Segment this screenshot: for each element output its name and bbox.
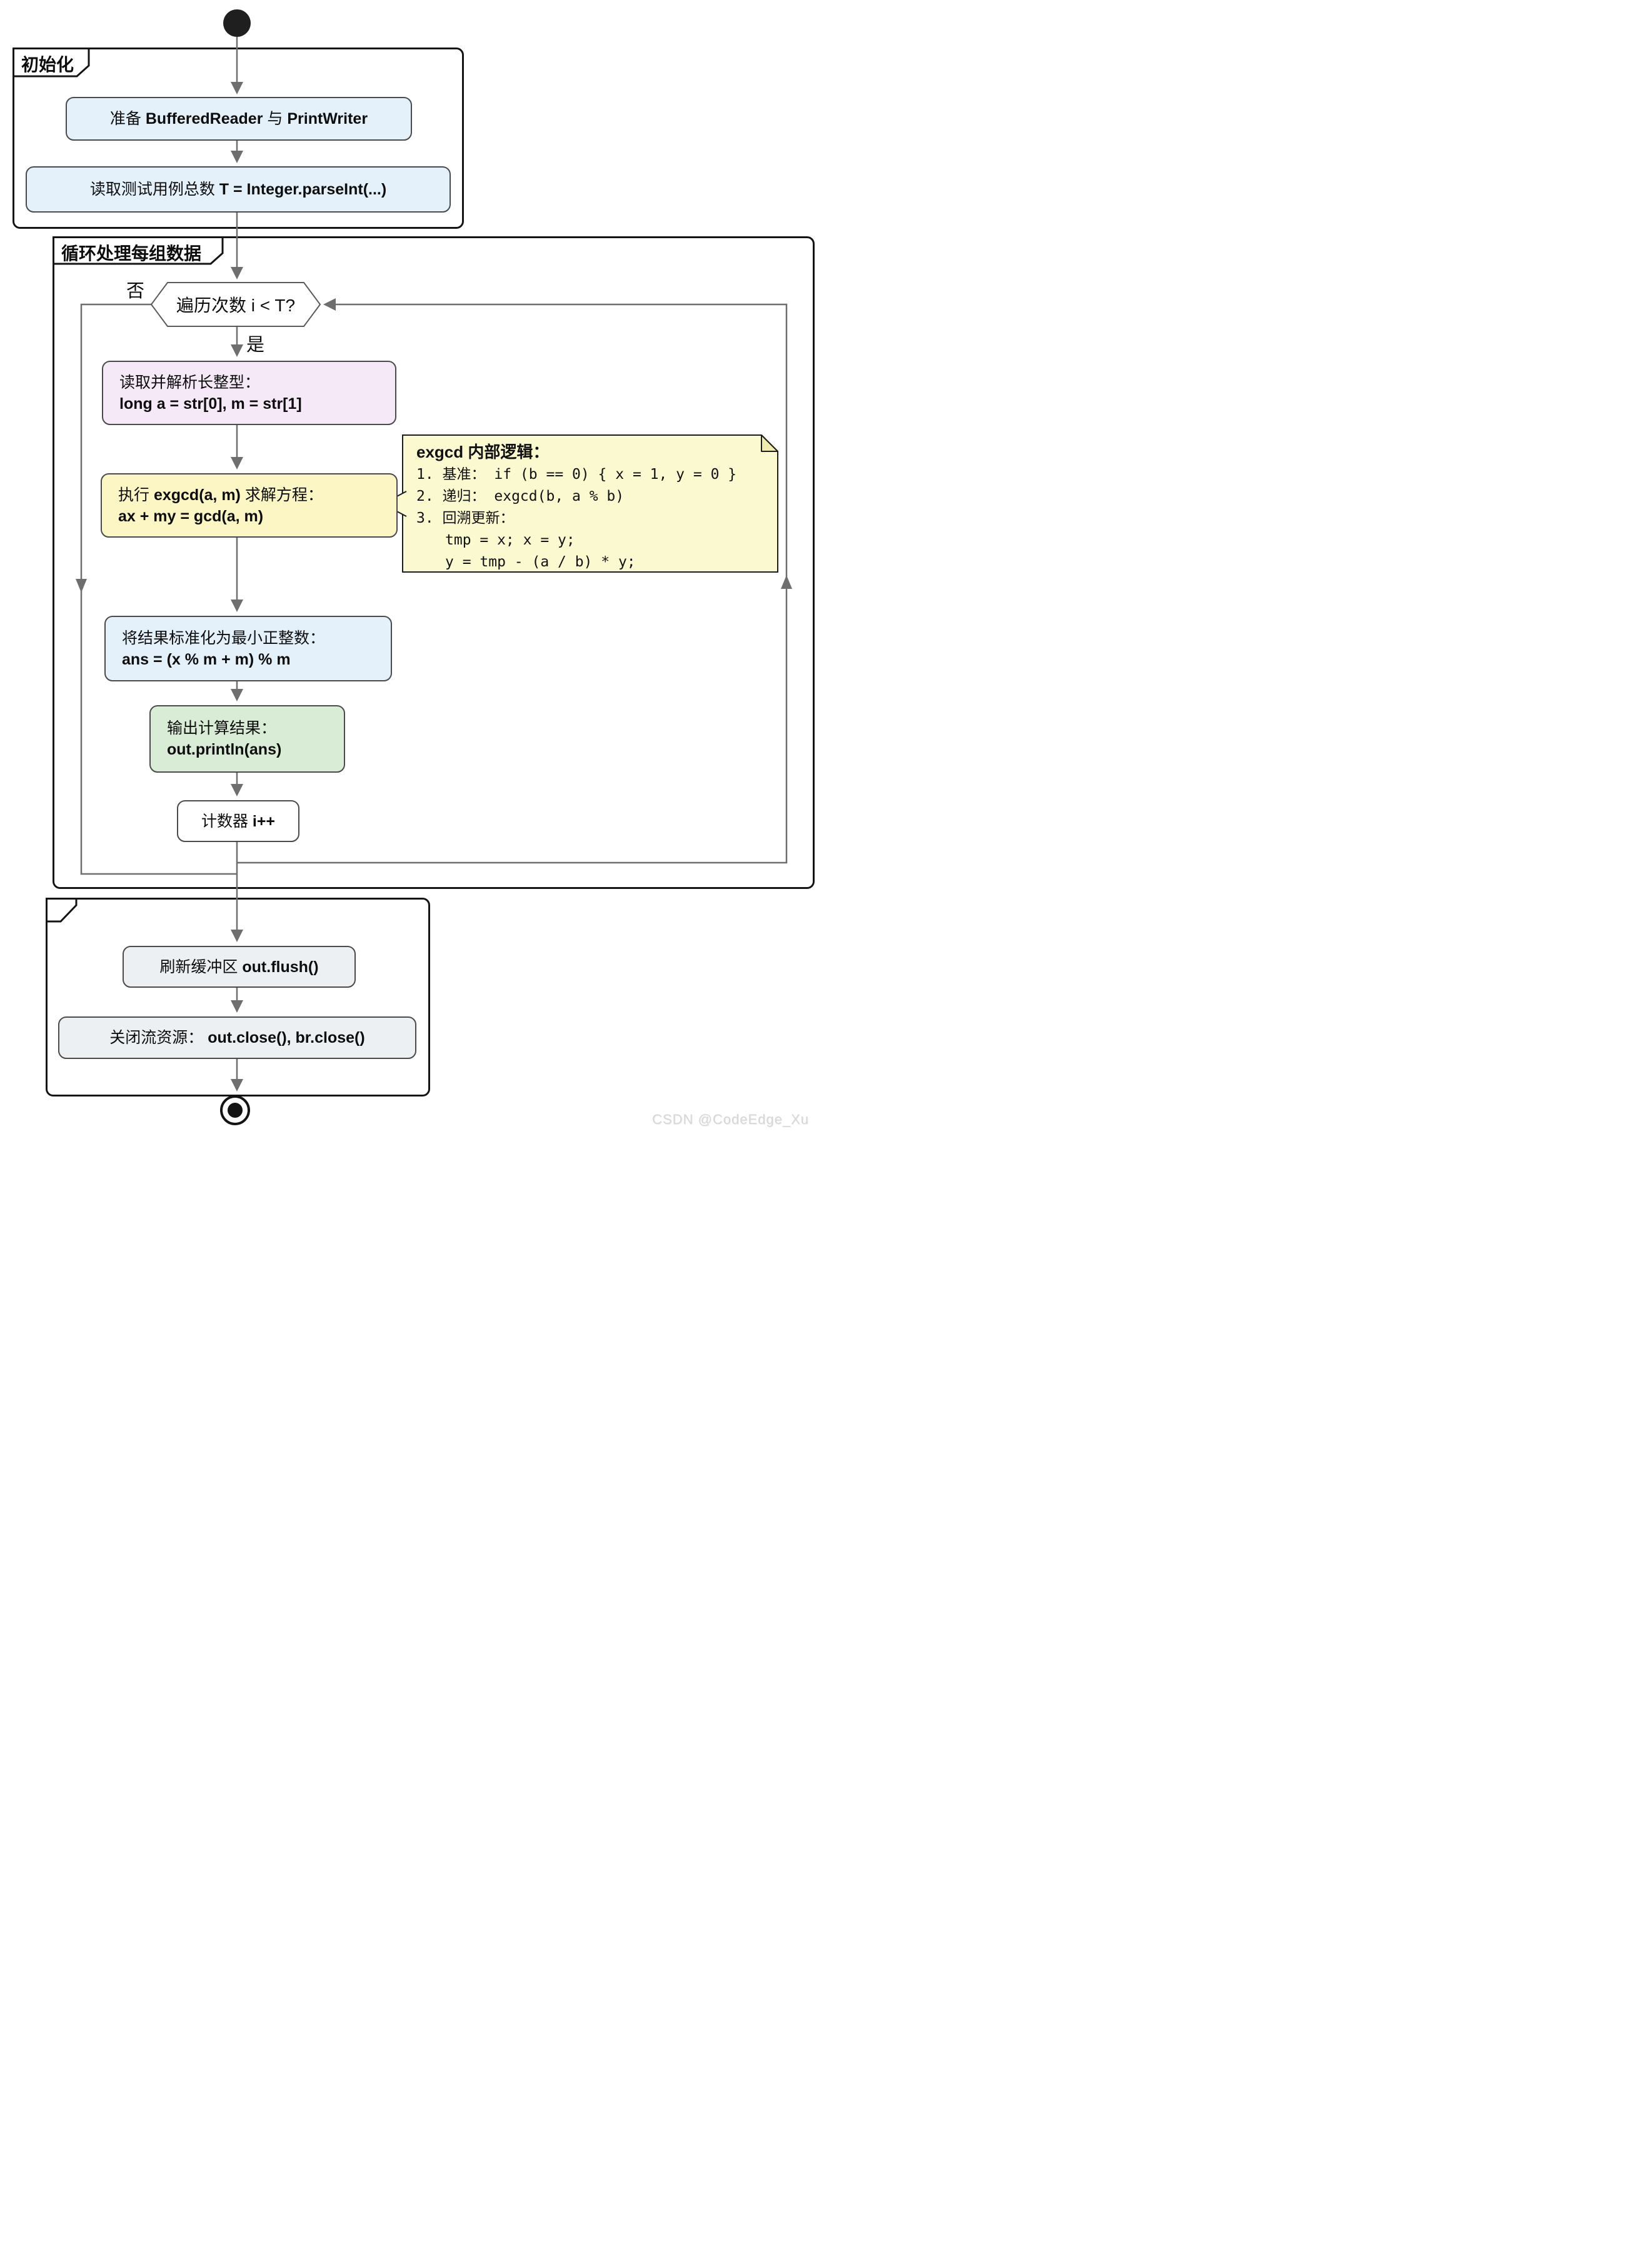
loop-condition-label: 遍历次数 i < T? xyxy=(176,296,296,315)
counter-code: i++ xyxy=(252,812,276,830)
partition-loop xyxy=(53,236,815,889)
note-line-3: 3. 回溯更新： xyxy=(416,510,515,526)
prepare-text: 准备 xyxy=(109,110,146,128)
decision-hexagon xyxy=(150,282,321,327)
end-node-icon xyxy=(220,1095,250,1125)
partition-loop-label: 循环处理每组数据 xyxy=(61,244,202,263)
partition-init-tab xyxy=(13,48,90,78)
print-result-line1: 输出计算结果： xyxy=(167,720,277,737)
activity-read-total: 读取测试用例总数 T = Integer.parseInt(...) xyxy=(26,166,451,213)
normalize-line1: 将结果标准化为最小正整数： xyxy=(122,629,326,647)
run-exgcd-text-2: 求解方程： xyxy=(240,486,323,504)
activity-close-streams: 关闭流资源： out.close(), br.close() xyxy=(58,1016,416,1059)
note-line-1: 1. 基准： if (b == 0) { x = 1, y = 0 } xyxy=(416,466,737,483)
flush-text: 刷新缓冲区 xyxy=(159,958,243,976)
note-line-5: y = tmp - (a / b) * y; xyxy=(445,554,636,570)
run-exgcd-text-1: 执行 xyxy=(118,486,154,504)
note-title: exgcd 内部逻辑： xyxy=(416,443,550,461)
close-text: 关闭流资源： xyxy=(109,1029,208,1046)
flush-code: out.flush() xyxy=(242,958,319,976)
activity-diagram: 初始化 循环处理每组数据 准备 BufferedReader 与 PrintWr… xyxy=(0,0,822,1134)
run-exgcd-code: exgcd(a, m) xyxy=(153,486,241,504)
parse-long-line1: 读取并解析长整型： xyxy=(119,373,261,391)
activity-flush: 刷新缓冲区 out.flush() xyxy=(123,946,356,988)
activity-normalize: 将结果标准化为最小正整数： ans = (x % m + m) % m xyxy=(104,616,392,681)
partition-init xyxy=(13,48,464,229)
partition-finish-tab xyxy=(46,898,78,923)
note-line-2: 2. 递归： exgcd(b, a % b) xyxy=(416,488,625,504)
run-exgcd-line2: ax + my = gcd(a, m) xyxy=(118,507,264,525)
note-fold-icon xyxy=(761,434,778,452)
activity-print-result: 输出计算结果： out.println(ans) xyxy=(149,705,345,773)
exit-down-arrowhead xyxy=(76,579,87,593)
activity-parse-long: 读取并解析长整型： long a = str[0], m = str[1] xyxy=(102,361,396,425)
activity-run-exgcd: 执行 exgcd(a, m) 求解方程： ax + my = gcd(a, m) xyxy=(101,473,398,538)
branch-yes-label: 是 xyxy=(246,335,265,355)
branch-no-label: 否 xyxy=(126,281,145,301)
watermark: CSDN @CodeEdge_Xu xyxy=(652,1111,809,1127)
parse-long-line2: long a = str[0], m = str[1] xyxy=(119,394,302,413)
activity-counter: 计数器 i++ xyxy=(177,800,299,842)
activity-prepare-streams: 准备 BufferedReader 与 PrintWriter xyxy=(66,97,412,141)
loopback-up-arrowhead xyxy=(781,575,792,589)
normalize-line2: ans = (x % m + m) % m xyxy=(122,650,291,668)
flow-connectors xyxy=(13,37,792,1091)
note-line-4: tmp = x; x = y; xyxy=(445,532,575,548)
start-node-icon xyxy=(223,9,251,37)
counter-text: 计数器 xyxy=(201,812,253,830)
exgcd-note: exgcd 内部逻辑： 1. 基准： if (b == 0) { x = 1, … xyxy=(403,435,778,572)
close-code: out.close(), br.close() xyxy=(208,1029,365,1046)
partition-loop-tab xyxy=(53,236,224,265)
print-result-line2: out.println(ans) xyxy=(167,741,282,758)
note-shape xyxy=(402,434,778,573)
partition-init-label: 初始化 xyxy=(21,55,74,74)
read-total-code: T = Integer.parseInt(...) xyxy=(219,181,387,198)
prepare-code-1: BufferedReader xyxy=(145,110,263,128)
prepare-code-2: PrintWriter xyxy=(287,110,368,128)
prepare-text-2: 与 xyxy=(263,110,288,128)
read-total-text: 读取测试用例总数 xyxy=(89,181,219,198)
